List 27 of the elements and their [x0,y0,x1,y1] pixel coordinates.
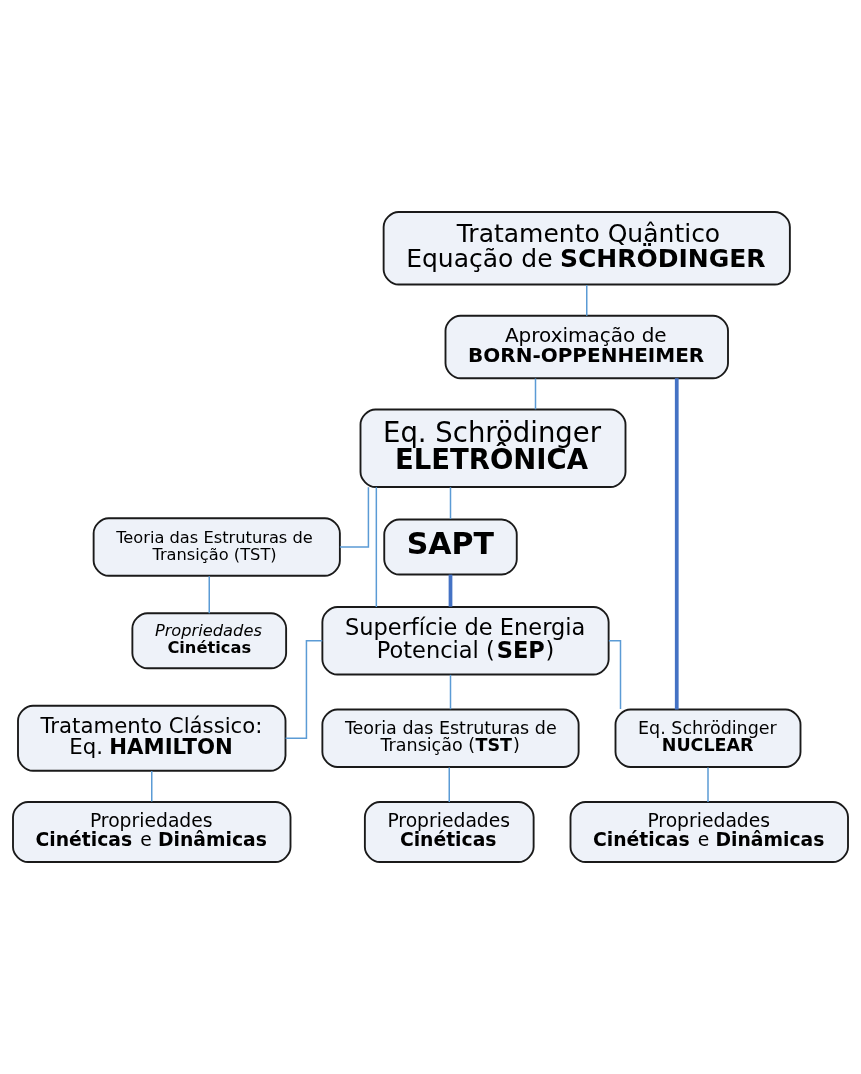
node-box: Propriedades Cinéticas [131,612,288,670]
node-box: Teoria das Estruturas de Transição (TST) [92,517,341,577]
connector [208,575,210,614]
node-box: Tratamento Clássico: Eq. HAMILTON [17,704,287,772]
connector [449,486,452,520]
node-box: Propriedades Cinéticas [363,801,535,863]
connector [449,674,452,710]
node-box: Tratamento Quântico Equação de SCHRÖDINGER [382,211,791,286]
node-box: Eq. Schrödinger NUCLEAR [614,708,802,768]
connector [339,486,370,548]
connector [674,378,679,710]
connector [448,766,450,803]
node-box: Eq. Schrödinger ELETRÔNICA [359,408,627,488]
node-box: Superfície de Energia Potencial (SEP) [321,606,610,676]
connector [375,486,378,608]
connector [586,284,588,317]
connector [608,640,622,710]
connector [284,640,323,739]
connector [534,377,537,411]
connector [448,574,453,607]
node-box: Propriedades Cinéticas e Dinâmicas [569,801,849,863]
connector [151,770,153,803]
node-box: Teoria das Estruturas de Transição (TST) [321,708,580,768]
node-box: SAPT [383,518,518,576]
connector [707,766,709,803]
node-box: Aproximação de BORN-OPPENHEIMER [444,314,729,380]
node-box: Propriedades Cinéticas e Dinâmicas [12,801,292,863]
